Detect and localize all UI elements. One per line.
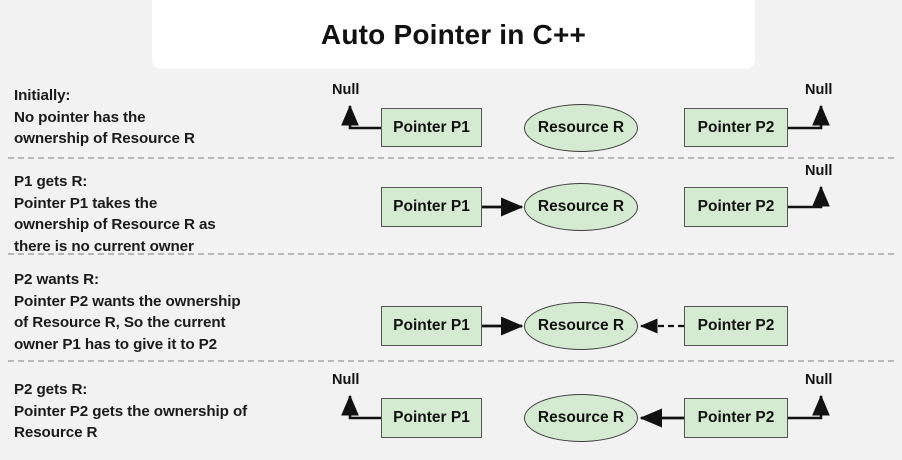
page-title: Auto Pointer in C++ [320,18,587,50]
node-pointer-p1-label: Pointer P1 [393,118,470,136]
row-initially-heading: Initially: [14,87,71,104]
node-resource-r-label: Resource R [537,409,625,426]
row-p2-gets-r-body-line-2: Resource R [14,424,98,442]
row-p1-gets-r-heading: P1 gets R: [14,173,88,190]
node-pointer-p1[interactable]: Pointer P1 [381,108,482,147]
row-p2-gets-r: P2 gets R: Pointer P2 gets the ownership… [0,361,902,460]
row-initially-caption: Initially: No pointer has the ownership … [14,85,334,150]
p1-null-arrow [341,104,381,130]
node-pointer-p1-label: Pointer P1 [393,317,470,334]
node-pointer-p2[interactable]: Pointer P2 [684,108,788,147]
row-initially: Initially: No pointer has the ownership … [0,78,902,157]
row-p2-wants-r-body-line-1: Pointer P2 wants the ownership [14,292,241,310]
node-pointer-p1-label: Pointer P1 [393,409,470,426]
row-p2-wants-r: P2 wants R: Pointer P2 wants the ownersh… [0,254,902,360]
row-p2-gets-r-p1-null-label: Null [332,372,360,388]
node-pointer-p1-label: Pointer P1 [393,198,470,215]
p1-null-arrow [341,394,381,420]
row-p2-gets-r-caption: P2 gets R: Pointer P2 gets the ownership… [14,379,334,444]
node-pointer-p1[interactable]: Pointer P1 [381,187,482,227]
row-initially-body-line-1: No pointer has the [14,108,146,126]
row-divider-1 [8,157,894,159]
node-pointer-p2-label: Pointer P2 [697,409,775,426]
row-p2-wants-r-body-line-2: of Resource R, So the current [14,314,226,332]
title-card: Auto Pointer in C++ [152,0,755,69]
node-resource-r[interactable]: Resource R [524,104,638,152]
node-pointer-p1[interactable]: Pointer P1 [381,306,482,346]
row-divider-3 [8,360,894,362]
node-resource-r[interactable]: Resource R [524,183,638,231]
p2-null-arrow [788,104,830,130]
node-pointer-p2-label: Pointer P2 [697,317,775,334]
node-pointer-p2-label: Pointer P2 [697,198,775,215]
node-pointer-p2-label: Pointer P2 [697,118,775,136]
node-pointer-p2[interactable]: Pointer P2 [684,306,788,346]
row-p2-wants-r-caption: P2 wants R: Pointer P2 wants the ownersh… [14,269,334,356]
node-pointer-p2[interactable]: Pointer P2 [684,398,788,438]
row-p2-gets-r-heading: P2 gets R: [14,381,88,398]
row-p2-gets-r-body-line-1: Pointer P2 gets the ownership of [14,402,248,420]
p2-null-arrow [788,185,830,209]
node-resource-r-label: Resource R [537,198,625,215]
row-p1-gets-r-body-line-2: ownership of Resource R as [14,216,216,234]
row-initially-p2-null-label: Null [805,82,833,98]
row-p1-gets-r: P1 gets R: Pointer P1 takes the ownershi… [0,158,902,255]
row-p1-gets-r-body-line-3: there is no current owner [14,238,194,256]
node-pointer-p1[interactable]: Pointer P1 [381,398,482,438]
node-resource-r-label: Resource R [537,317,625,334]
row-p2-wants-r-body-line-3: owner P1 has to give it to P2 [14,336,218,354]
node-resource-r-label: Resource R [537,119,625,136]
row-divider-2 [8,253,894,255]
row-p1-gets-r-body-line-1: Pointer P1 takes the [14,194,158,212]
node-pointer-p2[interactable]: Pointer P2 [684,187,788,227]
row-p1-gets-r-caption: P1 gets R: Pointer P1 takes the ownershi… [14,171,334,258]
row-initially-p1-null-label: Null [332,82,360,98]
node-resource-r[interactable]: Resource R [524,302,638,350]
row-p2-wants-r-heading: P2 wants R: [14,271,99,288]
node-resource-r[interactable]: Resource R [524,394,638,442]
row-p1-gets-r-p2-null-label: Null [805,163,833,179]
row-initially-body-line-2: ownership of Resource R [14,130,195,148]
p2-null-arrow [788,394,830,420]
row-p2-gets-r-p2-null-label: Null [805,372,833,388]
